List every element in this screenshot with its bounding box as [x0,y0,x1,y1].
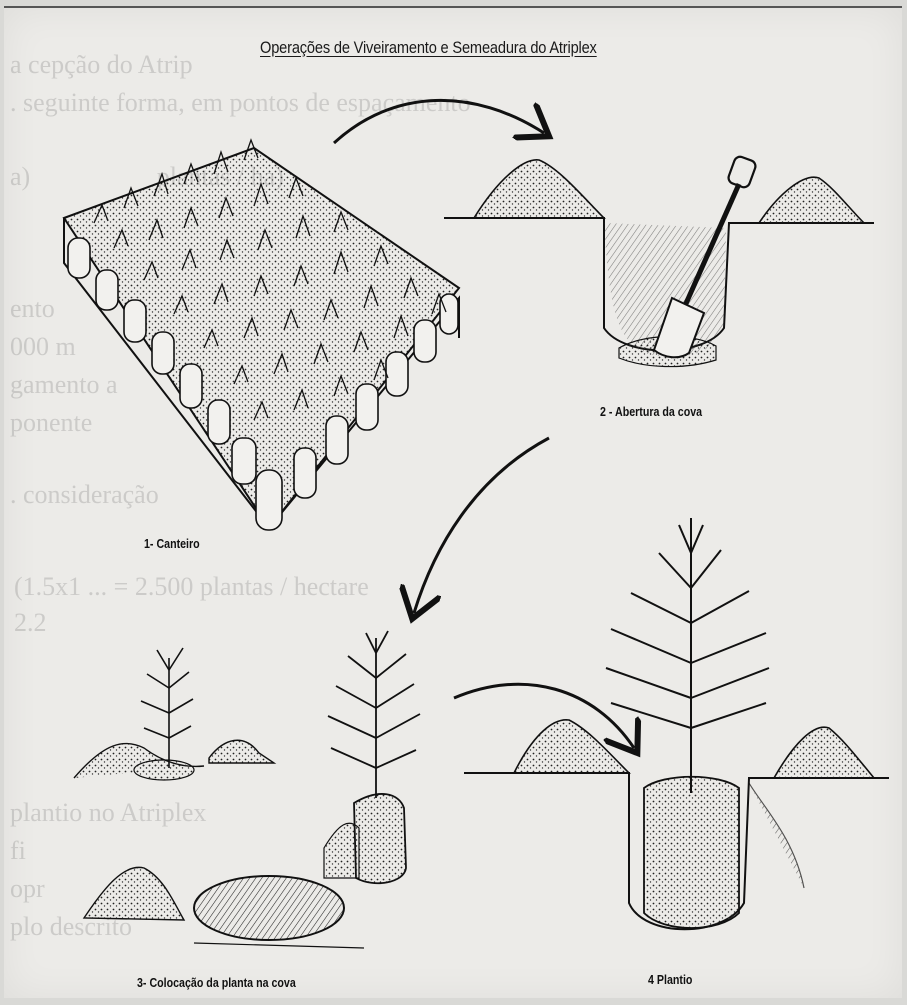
soil-mound-right [759,177,864,223]
nursery-bed-illustration [64,140,459,530]
arrow-step1-to-step2 [334,100,544,143]
soil-mound-right-plantio [774,727,874,778]
root-ball [354,794,406,883]
diagram-title: Operações de Viveiramento e Semeadura do… [260,38,597,58]
soil-mound-left [474,160,604,218]
planted-tree [606,518,769,793]
caption-step-1: 1- Canteiro [144,536,200,551]
young-plant-large [328,631,420,798]
illustration-canvas [4,8,902,998]
caption-step-4: 4 Plantio [648,972,692,987]
caption-step-2: 2 - Abertura da cova [600,404,702,419]
planted-tree-illustration [464,518,889,929]
planting-placement-illustration [74,631,420,948]
scanned-page: a cepção do Atrip . seguinte forma, em p… [4,6,902,998]
planting-hole [194,876,344,940]
caption-step-3: 3- Colocação da planta na cova [137,975,296,990]
arrow-step2-to-step3 [414,438,549,613]
hole-digging-illustration [444,155,874,366]
young-plant-small [141,648,193,768]
soil-mound-left-plantio [514,720,629,773]
